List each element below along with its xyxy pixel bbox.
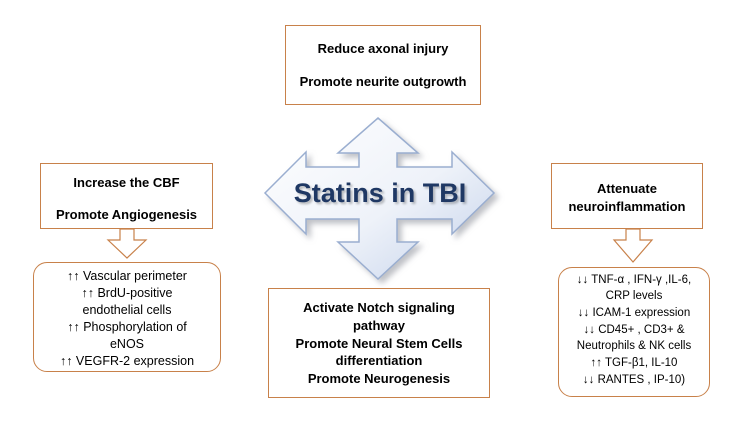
left-detail-box: ↑↑ Vascular perimeter ↑↑ BrdU-positive e… — [33, 262, 221, 372]
list-item: ↓↓ ICAM-1 expression — [577, 307, 691, 319]
list-item: ↑↑ Vascular perimeter — [67, 269, 187, 283]
list-item: ↓↓ CD45+ , CD3+ & — [583, 324, 685, 336]
left-connector-arrow — [106, 228, 148, 259]
bottom-effect-box: Activate Notch signaling pathway Promote… — [268, 288, 490, 398]
bottom-effect-line: differentiation — [335, 353, 423, 368]
right-effect-line-1: Attenuate — [597, 181, 657, 196]
list-item: ↑↑ BrdU-positive — [81, 286, 173, 300]
list-item: endothelial cells — [82, 303, 172, 317]
bottom-effect-line: Activate Notch signaling — [303, 300, 455, 315]
right-connector-arrow — [612, 228, 654, 263]
top-effect-box: Reduce axonal injury Promote neurite out… — [285, 25, 481, 105]
list-item: ↑↑ VEGFR-2 expression — [59, 354, 195, 368]
left-effect-box: Increase the CBF Promote Angiogenesis — [40, 163, 213, 229]
list-item: ↑↑ TGF-β1, IL-10 — [590, 357, 678, 369]
list-item: CRP levels — [605, 290, 663, 302]
left-effect-line-1: Increase the CBF — [73, 175, 180, 190]
four-way-arrow — [263, 117, 496, 281]
right-detail-box: ↓↓ TNF-α , IFN-γ ,IL-6, CRP levels ↓↓ IC… — [558, 267, 710, 397]
list-item: eNOS — [109, 337, 145, 351]
top-effect-line-2: Promote neurite outgrowth — [299, 74, 467, 89]
bottom-effect-line: Promote Neural Stem Cells — [295, 336, 463, 351]
right-effect-box: Attenuate neuroinflammation — [551, 163, 703, 229]
list-item: Neutrophils & NK cells — [576, 340, 692, 352]
top-effect-line-1: Reduce axonal injury — [317, 41, 449, 56]
bottom-effect-line: Promote Neurogenesis — [307, 371, 451, 386]
list-item: ↓↓ TNF-α , IFN-γ ,IL-6, — [576, 274, 692, 286]
right-effect-line-2: neuroinflammation — [568, 199, 686, 214]
left-effect-line-2: Promote Angiogenesis — [55, 207, 198, 222]
bottom-effect-line: pathway — [352, 318, 405, 333]
center-title: Statins in TBI — [293, 178, 467, 208]
list-item: ↑↑ Phosphorylation of — [67, 320, 187, 334]
list-item: ↓↓ RANTES , IP-10) — [582, 374, 686, 386]
